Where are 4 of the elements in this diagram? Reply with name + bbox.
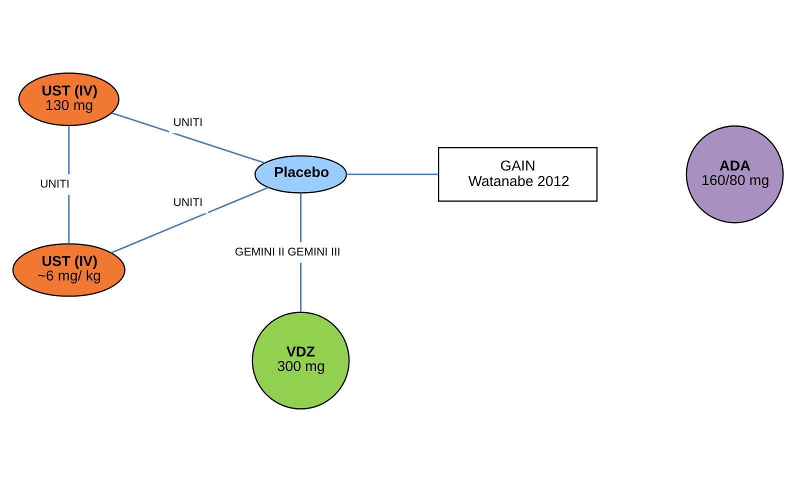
edge-label: UNITI	[173, 197, 203, 210]
edge-label: UNITI	[40, 178, 70, 191]
edge-label: UNITI	[173, 116, 203, 129]
edge-label: GEMINI II GEMINI III	[234, 246, 340, 258]
